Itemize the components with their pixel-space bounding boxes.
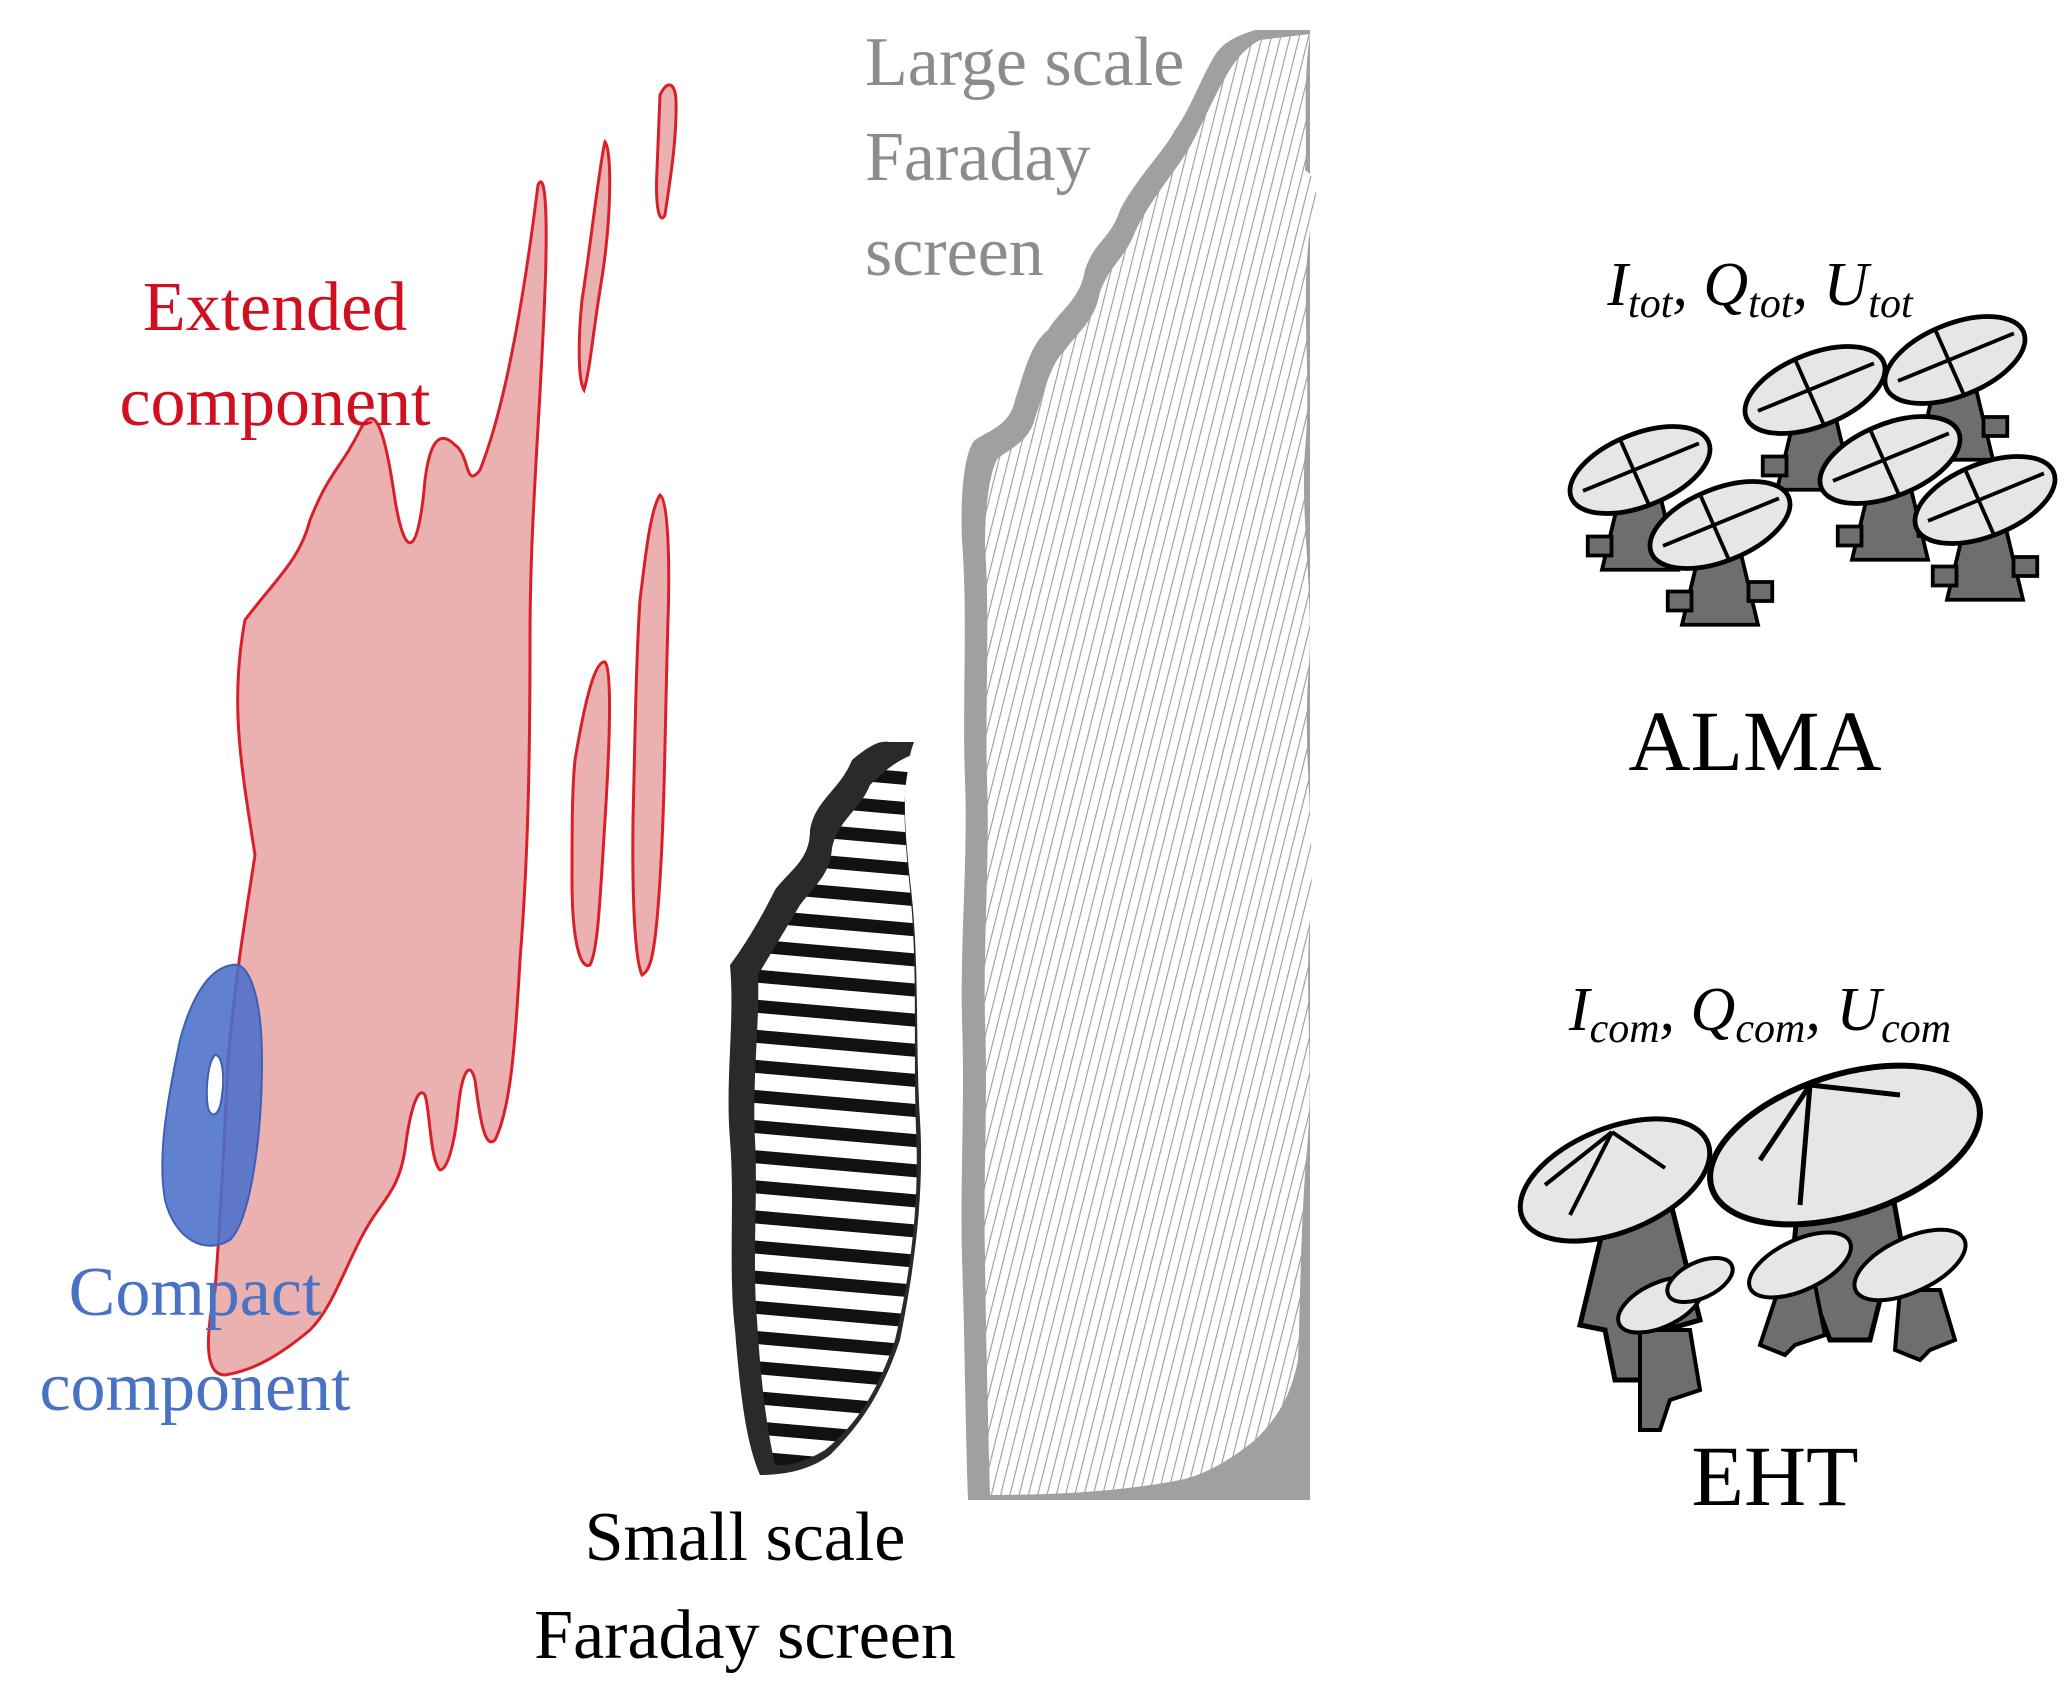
extended-component-main-blob	[207, 180, 548, 1377]
eht-stokes-label: Icom, Qcom, Ucom	[1568, 976, 1951, 1052]
eht-large-dish-icon	[1707, 1062, 1983, 1343]
extended-component-label: Extended component	[119, 269, 431, 441]
extended-component-filament-3	[631, 492, 671, 978]
eht-stokes-symbol: I	[1568, 976, 1593, 1044]
eht-antenna-array	[1517, 1062, 1983, 1432]
eht-label: EHT	[1691, 1428, 1858, 1524]
compact-component	[161, 963, 264, 1247]
alma-stokes-symbol: U	[1824, 251, 1873, 319]
alma-stokes-subscript: tot	[1628, 281, 1674, 327]
eht-stokes-separator: ,	[1805, 976, 1836, 1044]
alma-stokes-symbol: Q	[1703, 251, 1748, 319]
eht-small-dish-icon	[1616, 1255, 1735, 1432]
extended-component	[207, 83, 678, 1377]
alma-stokes-subscript: tot	[1868, 281, 1914, 327]
eht-stokes-subscript: com	[1881, 1006, 1951, 1052]
large-scale-faraday-screen	[961, 30, 1317, 1500]
eht-stokes-subscript: com	[1590, 1006, 1660, 1052]
alma-stokes-separator: ,	[1672, 251, 1703, 319]
small-scale-faraday-screen	[728, 741, 922, 1475]
extended-label-line1: Extended	[143, 269, 407, 346]
extended-component-filament-4	[570, 660, 612, 967]
small-label-line2: Faraday screen	[534, 1597, 956, 1674]
alma-stokes-label: Itot, Qtot, Utot	[1606, 251, 1914, 327]
eht-stokes-symbol: U	[1836, 976, 1885, 1044]
eht-left-dish-icon	[1517, 1116, 1713, 1383]
large-label-line1: Large scale	[865, 24, 1184, 101]
large-screen-hatch	[984, 34, 1317, 1495]
eht-right-dish-icon	[1852, 1227, 1968, 1363]
eht-stokes-separator: ,	[1660, 976, 1691, 1044]
large-label-line3: screen	[865, 214, 1044, 291]
eht-stokes-symbol: Q	[1691, 976, 1736, 1044]
large-label-line2: Faraday	[865, 119, 1090, 196]
alma-stokes-separator: ,	[1793, 251, 1824, 319]
compact-label-line2: component	[39, 1349, 351, 1426]
eht-stokes-subscript: com	[1735, 1006, 1805, 1052]
small-screen-stripes	[754, 755, 917, 1466]
small-screen-label: Small scale Faraday screen	[534, 1499, 956, 1674]
extended-label-line2: component	[119, 364, 431, 441]
compact-component-label: Compact component	[39, 1254, 351, 1426]
extended-component-filament-1	[577, 138, 612, 394]
alma-stokes-symbol: I	[1606, 251, 1631, 319]
eht-mid-dish-icon	[1747, 1230, 1853, 1358]
alma-label: ALMA	[1628, 693, 1881, 789]
large-screen-label: Large scale Faraday screen	[865, 24, 1184, 291]
alma-antenna-array	[1558, 299, 2067, 625]
extended-component-filament-2	[655, 83, 678, 220]
compact-label-line1: Compact	[69, 1254, 322, 1331]
small-label-line1: Small scale	[585, 1499, 906, 1576]
alma-stokes-subscript: tot	[1748, 281, 1794, 327]
